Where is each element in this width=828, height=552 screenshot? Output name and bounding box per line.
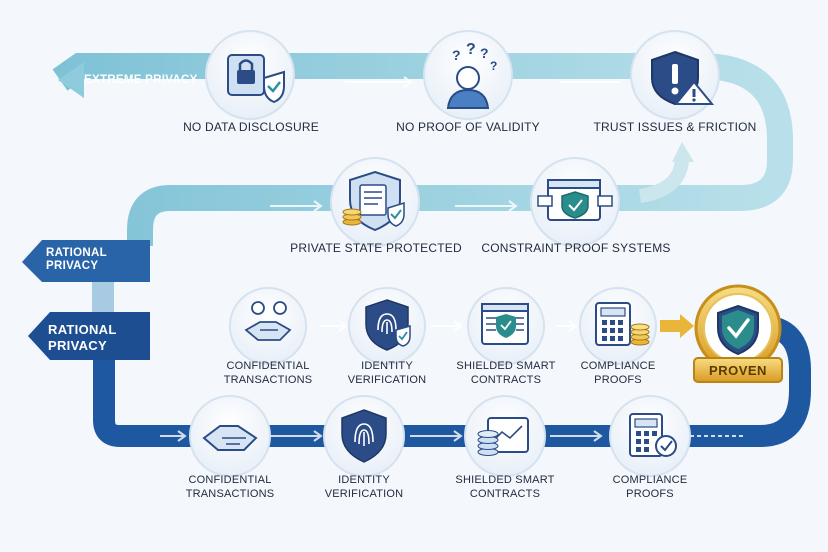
node-row3-identity [348,287,426,365]
calculator-check-icon [629,413,677,457]
extreme-privacy-tag: EXTREME PRIVACY [84,74,198,86]
extreme-privacy-track [52,53,793,246]
svg-text:?: ? [480,45,489,61]
coins-chart-icon [477,417,529,456]
feedback-arrow [638,142,694,203]
gold-arrow [660,314,694,338]
label-no-proof-of-validity: NO PROOF OF VALIDITY [396,120,540,134]
label-row4-confidential: CONFIDENTIAL TRANSACTIONS [185,474,275,500]
node-row3-compliance [579,287,657,365]
label-no-data-disclosure: NO DATA DISCLOSURE [183,120,319,134]
node-row3-confidential [229,287,307,365]
node-row3-contracts [467,287,545,365]
contract-shield-icon [481,303,529,345]
label-row3-confidential: CONFIDENTIAL TRANSACTIONS [223,360,313,386]
label-row3-compliance: COMPLIANCE PROOFS [580,360,656,386]
warning-shield-icon [651,50,715,106]
svg-text:?: ? [490,59,497,73]
node-private-state [330,157,420,247]
label-row4-compliance: COMPLIANCE PROOFS [612,474,688,500]
lock-shield-icon [227,54,285,104]
svg-text:?: ? [466,41,476,58]
label-trust-issues: TRUST ISSUES & FRICTION [593,120,757,134]
label-constraint-proof-systems: CONSTRAINT PROOF SYSTEMS [481,241,671,255]
confused-person-icon: ? ? ? ? [446,41,497,109]
fingerprint-shield-icon [341,409,387,463]
label-row4-identity: IDENTITY VERIFICATION [324,474,404,500]
proven-label: PROVEN [709,363,767,378]
node-no-proof-of-validity: ? ? ? ? [423,30,513,120]
handshake-icon [202,425,258,451]
check-shield-icon [717,304,759,356]
label-row3-identity: IDENTITY VERIFICATION [347,360,427,386]
label-row3-contracts: SHIELDED SMART CONTRACTS [456,360,556,386]
track-arrows [160,76,745,442]
node-no-data-disclosure [205,30,295,120]
node-row4-confidential [189,395,271,477]
document-shield-icon [342,170,405,232]
node-row4-identity [323,395,405,477]
proven-badge [693,284,783,383]
node-constraint-proof [530,157,620,247]
label-private-state-protected: PRIVATE STATE PROTECTED [290,241,462,255]
window-shield-icon [537,179,613,221]
rational-privacy-tag-2: RATIONAL PRIVACY [48,322,117,353]
rational-privacy-tag-1: RATIONAL PRIVACY [46,247,107,273]
svg-text:?: ? [452,47,461,63]
handshake-icon [244,301,292,341]
label-row4-contracts: SHIELDED SMART CONTRACTS [455,474,555,500]
node-trust-issues [630,30,720,120]
rational-privacy-tag-1-shape [22,240,150,282]
fingerprint-shield-icon [365,299,411,351]
node-row4-compliance [609,395,691,477]
calculator-coins-icon [595,302,650,346]
node-row4-contracts [464,395,546,477]
